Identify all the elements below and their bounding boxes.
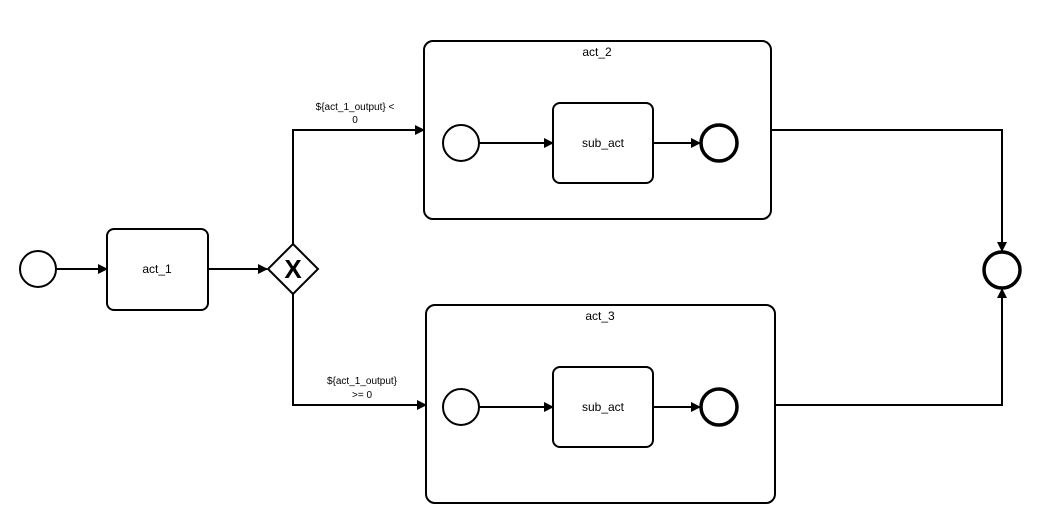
flow-gateway-to-act2[interactable]: [292, 125, 425, 244]
subprocess-act-2-start-event[interactable]: [442, 124, 480, 162]
subprocess-act-3[interactable]: act_3 sub_act: [425, 304, 776, 504]
subprocess-act-2-label: act_2: [582, 45, 612, 59]
condition-top-line2: 0: [352, 115, 358, 126]
subprocess-act-3-end-event[interactable]: [699, 387, 739, 427]
task-act-1-label: act_1: [142, 262, 172, 276]
flow-gateway-to-act3[interactable]: [292, 294, 427, 410]
sequence-flows: [57, 125, 1007, 410]
condition-top-line1: ${act_1_output} <: [316, 102, 395, 113]
subprocess-act-3-label: act_3: [585, 309, 615, 323]
exclusive-gateway[interactable]: X: [266, 242, 320, 296]
subprocess-act-2[interactable]: act_2 sub_act: [423, 40, 772, 220]
subprocess-act-3-sub-act-label: sub_act: [582, 400, 625, 414]
task-act-1[interactable]: act_1: [106, 228, 209, 311]
subprocess-act-2-end-event[interactable]: [699, 123, 739, 163]
subprocess-act-2-sub-act-label: sub_act: [582, 136, 625, 150]
condition-bottom-line1: ${act_1_output}: [327, 376, 398, 387]
end-event[interactable]: [982, 250, 1022, 290]
condition-bottom-line2: >= 0: [352, 390, 372, 401]
flow-act3-to-end[interactable]: [775, 288, 1007, 406]
start-event[interactable]: [19, 250, 57, 288]
flow-act2-to-end[interactable]: [771, 129, 1007, 252]
gateway-x-icon: X: [284, 254, 302, 284]
subprocess-act-3-start-event[interactable]: [442, 388, 480, 426]
